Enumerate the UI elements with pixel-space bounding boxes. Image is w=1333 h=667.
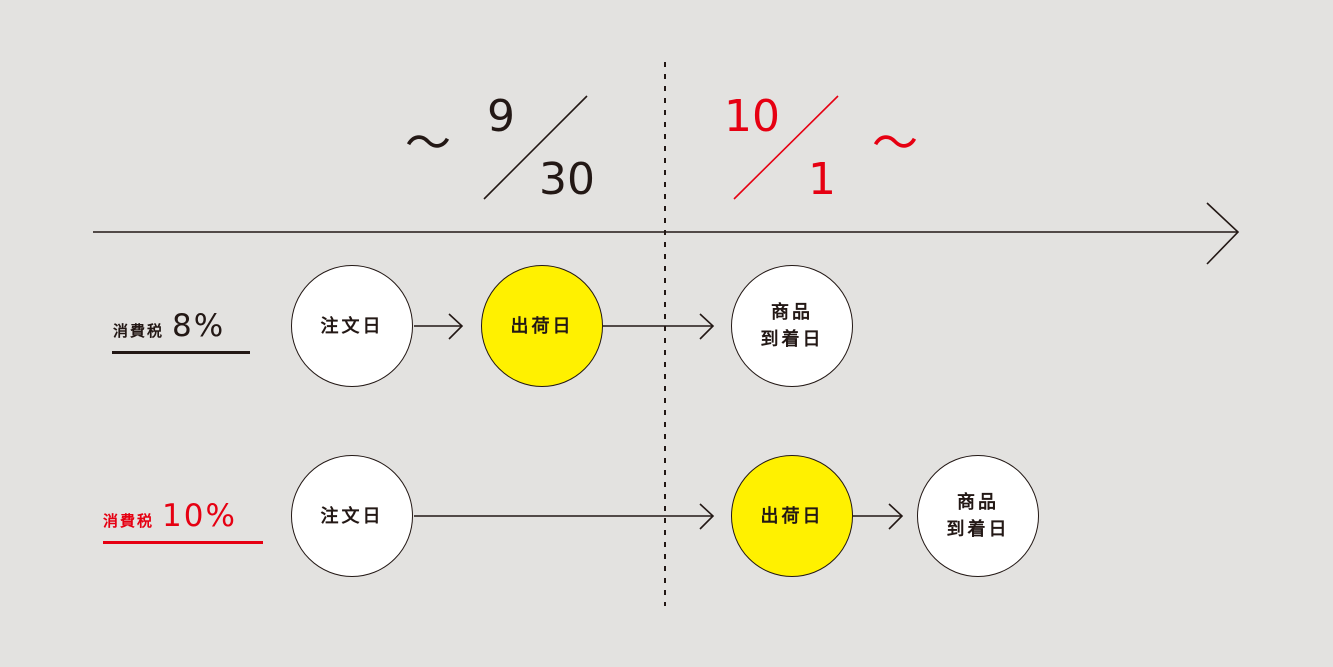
row1-node-arrival-date: 商品 到着日 [731,265,853,387]
row2-node-ship-date-label: 出荷日 [760,505,824,527]
row2-arrowhead-order-to-ship [699,503,715,530]
row2-node-order-date: 注文日 [291,455,413,577]
row2-label-underline [103,541,263,544]
row1-node-arrival-line1: 商品 [771,302,813,323]
row1-node-ship-date-label: 出荷日 [510,315,574,337]
timeline-arrowhead [1206,202,1240,265]
row1-arrowhead-order-to-ship [448,313,464,340]
row1-tax-label: 消費税 8% [113,308,225,344]
row2-node-ship-date: 出荷日 [731,455,853,577]
row2-tax-rate: 10% [162,498,237,534]
row1-tax-rate: 8% [172,308,226,344]
row1-node-order-date-label: 注文日 [320,315,384,337]
row2-node-arrival-line2: 到着日 [946,519,1010,540]
row2-tax-label: 消費税 10% [103,498,237,534]
row1-node-ship-date: 出荷日 [481,265,603,387]
row1-tax-word: 消費税 [113,322,165,340]
row2-arrowhead-ship-to-arrival [888,503,904,530]
date-before-day: 30 [539,154,595,205]
date-before-month: 9 [487,91,515,142]
row1-label-underline [112,351,250,354]
row2-node-arrival-date: 商品 到着日 [917,455,1039,577]
date-slash-before [483,95,588,200]
row2-tax-word: 消費税 [103,512,155,530]
date-before-tilde: 〜 [405,116,451,170]
date-slash-after [733,95,839,200]
row2-node-arrival-line1: 商品 [957,492,999,513]
date-after-month: 10 [724,91,780,142]
row2-node-order-date-label: 注文日 [320,505,384,527]
date-after-tilde: 〜 [872,116,918,170]
date-after-day: 1 [808,154,836,205]
row1-arrowhead-ship-to-arrival [699,313,715,340]
row1-node-order-date: 注文日 [291,265,413,387]
row1-node-arrival-line2: 到着日 [760,329,824,350]
